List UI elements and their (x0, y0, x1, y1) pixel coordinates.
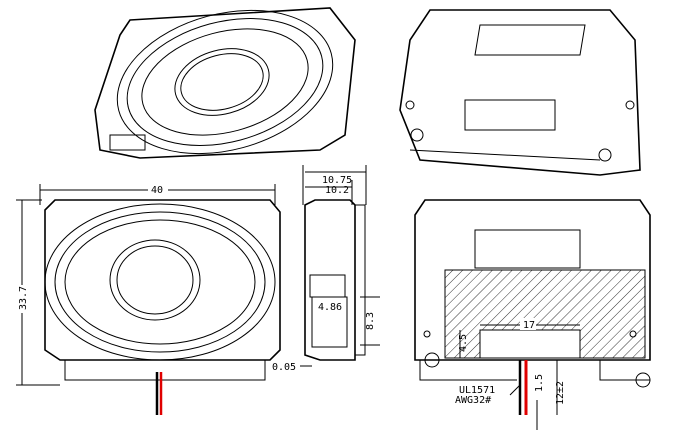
dim-side-height: 8.3 (365, 312, 376, 330)
dim-depth-total: 10.75 (322, 175, 352, 186)
dim-window-height: 4.5 (458, 334, 469, 352)
dim-gap: 0.05 (272, 362, 296, 373)
dim-depth-body: 10.2 (325, 185, 349, 196)
dim-inner: 4.86 (318, 302, 342, 313)
dim-wire-length: 12±2 (555, 381, 566, 405)
dim-wire-strip: 1.5 (534, 374, 545, 392)
dim-window: 17 (523, 320, 535, 331)
wire-spec-line1: UL1571 (459, 385, 495, 396)
side-view (300, 165, 380, 367)
back-view (414, 199, 651, 430)
iso-front-view (94, 7, 356, 159)
dim-height: 33.7 (18, 286, 29, 310)
wire-spec-line2: AWG32# (455, 395, 491, 406)
front-view (16, 184, 281, 415)
iso-back-view (399, 9, 641, 176)
dim-width: 40 (151, 185, 163, 196)
